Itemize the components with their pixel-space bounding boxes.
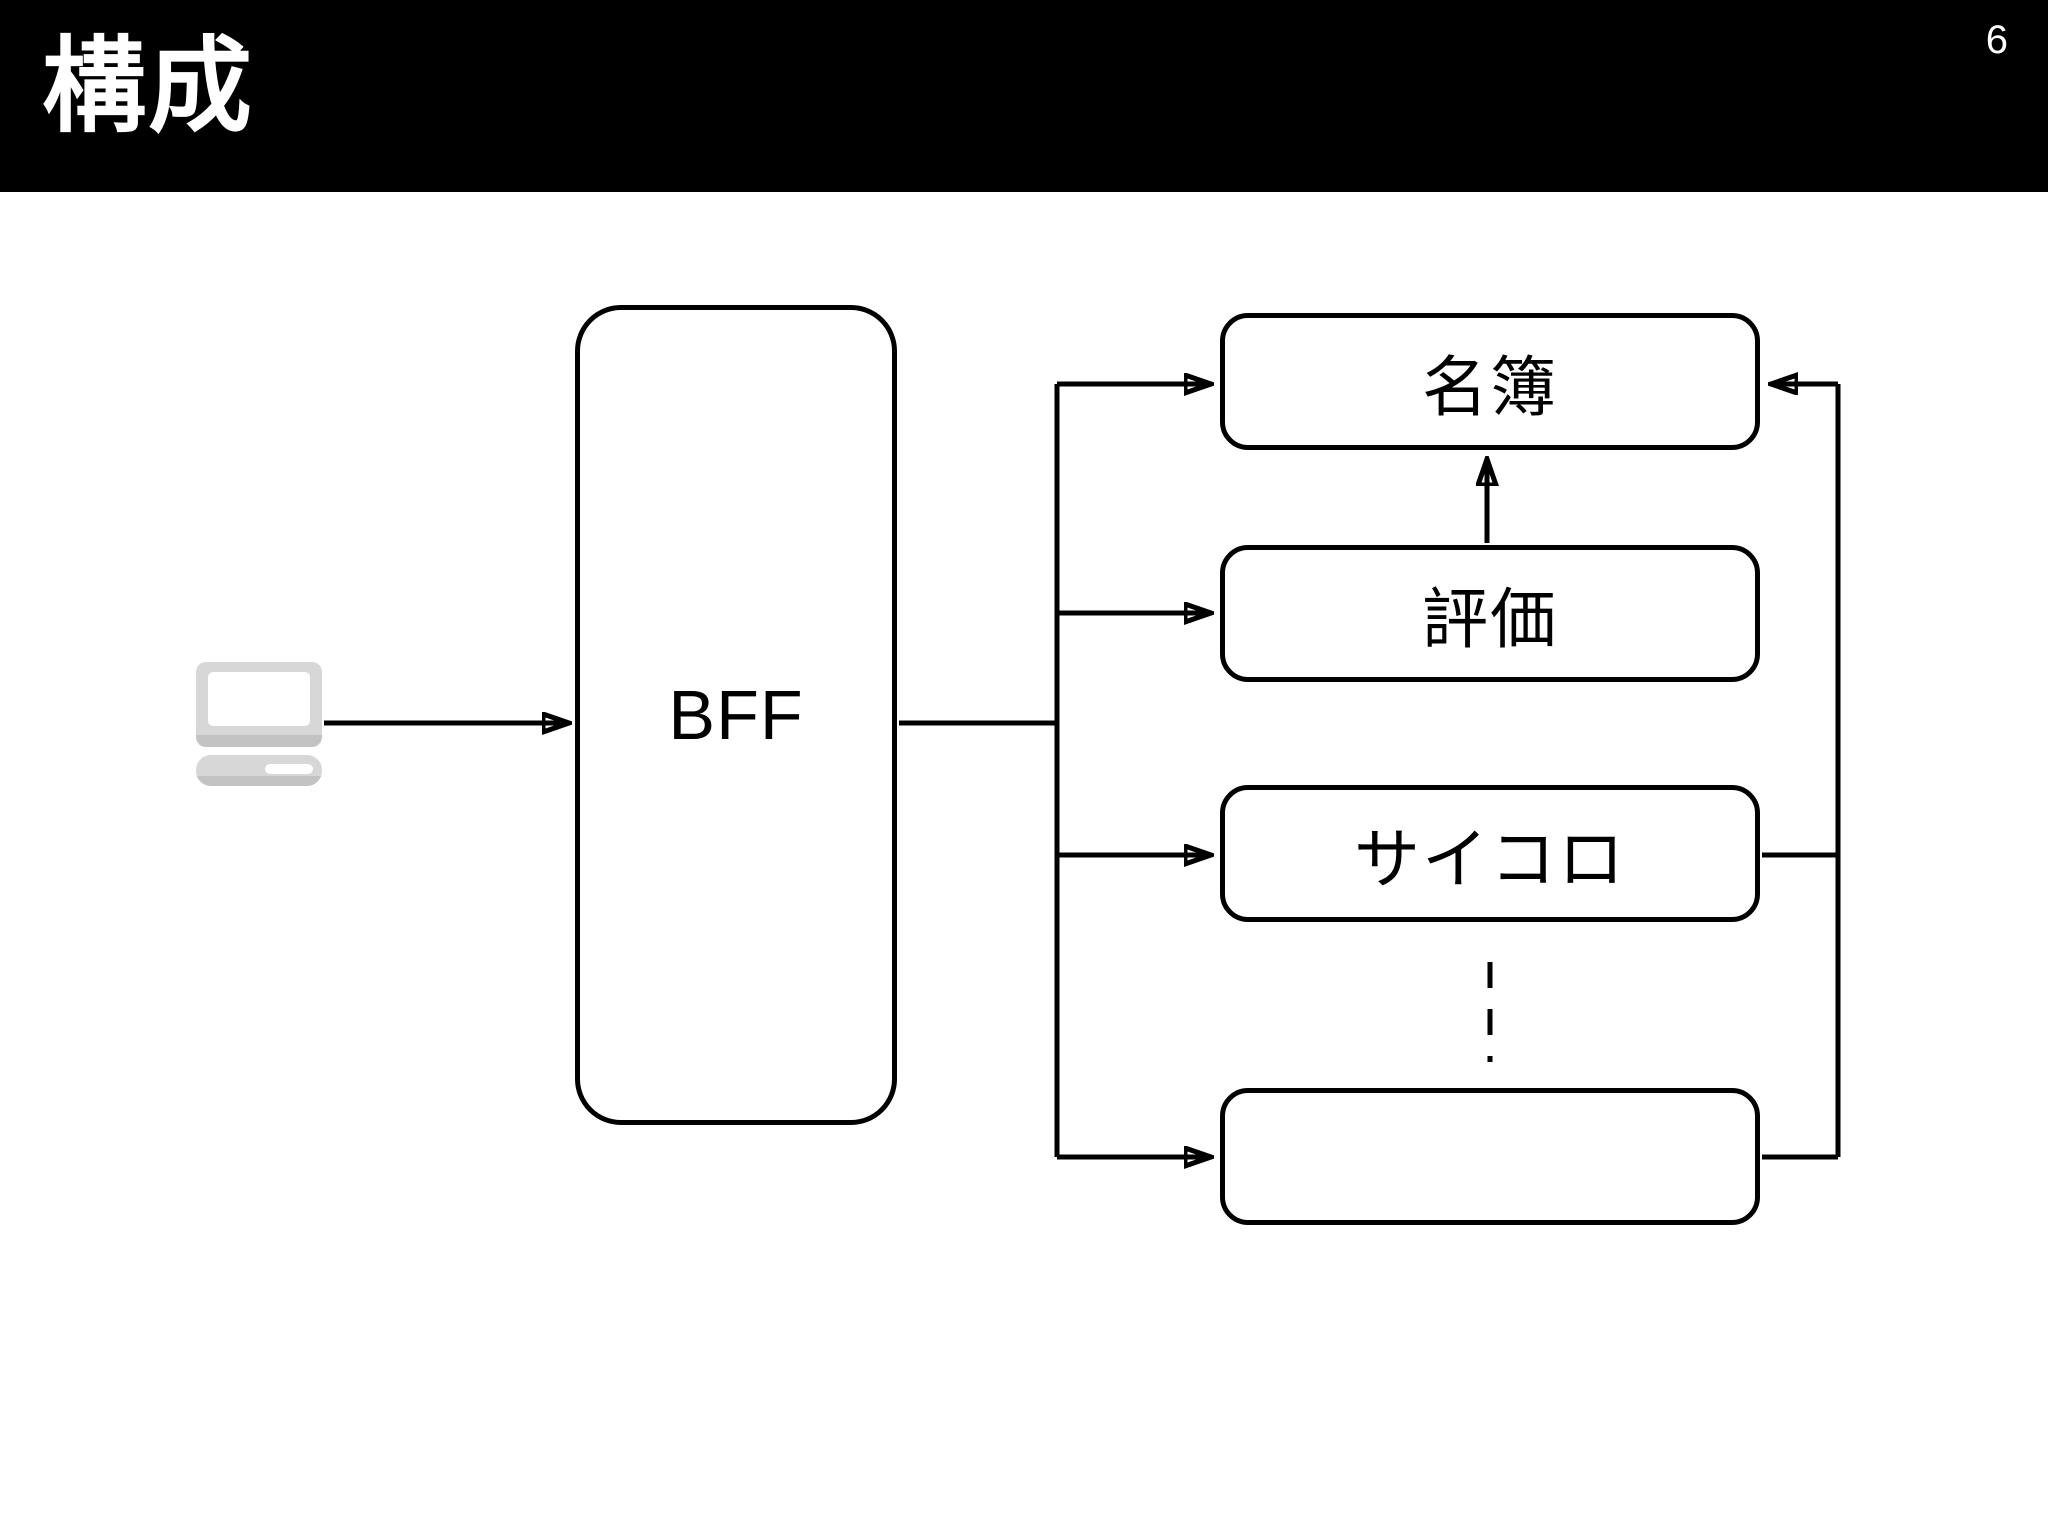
laptop-screen: [208, 672, 310, 726]
page-number: 6: [1985, 18, 2008, 62]
service-box-meibo: 名簿: [1220, 313, 1760, 450]
page-title: 構成: [42, 29, 255, 145]
laptop-slot: [265, 764, 313, 774]
laptop-monitor: [196, 662, 322, 747]
service-box-saikoro: サイコロ: [1220, 785, 1760, 922]
bff-box: BFF: [575, 305, 897, 1125]
laptop-icon: [196, 662, 322, 787]
laptop-base: [196, 755, 322, 786]
bff-label: BFF: [668, 676, 804, 754]
service-label: 名簿: [1422, 349, 1558, 424]
service-label: サイコロ: [1354, 821, 1626, 896]
service-label: 評価: [1422, 581, 1558, 656]
service-box-blank: [1220, 1088, 1760, 1225]
service-box-hyouka: 評価: [1220, 545, 1760, 682]
slide-header: 構成 6: [0, 0, 2048, 192]
